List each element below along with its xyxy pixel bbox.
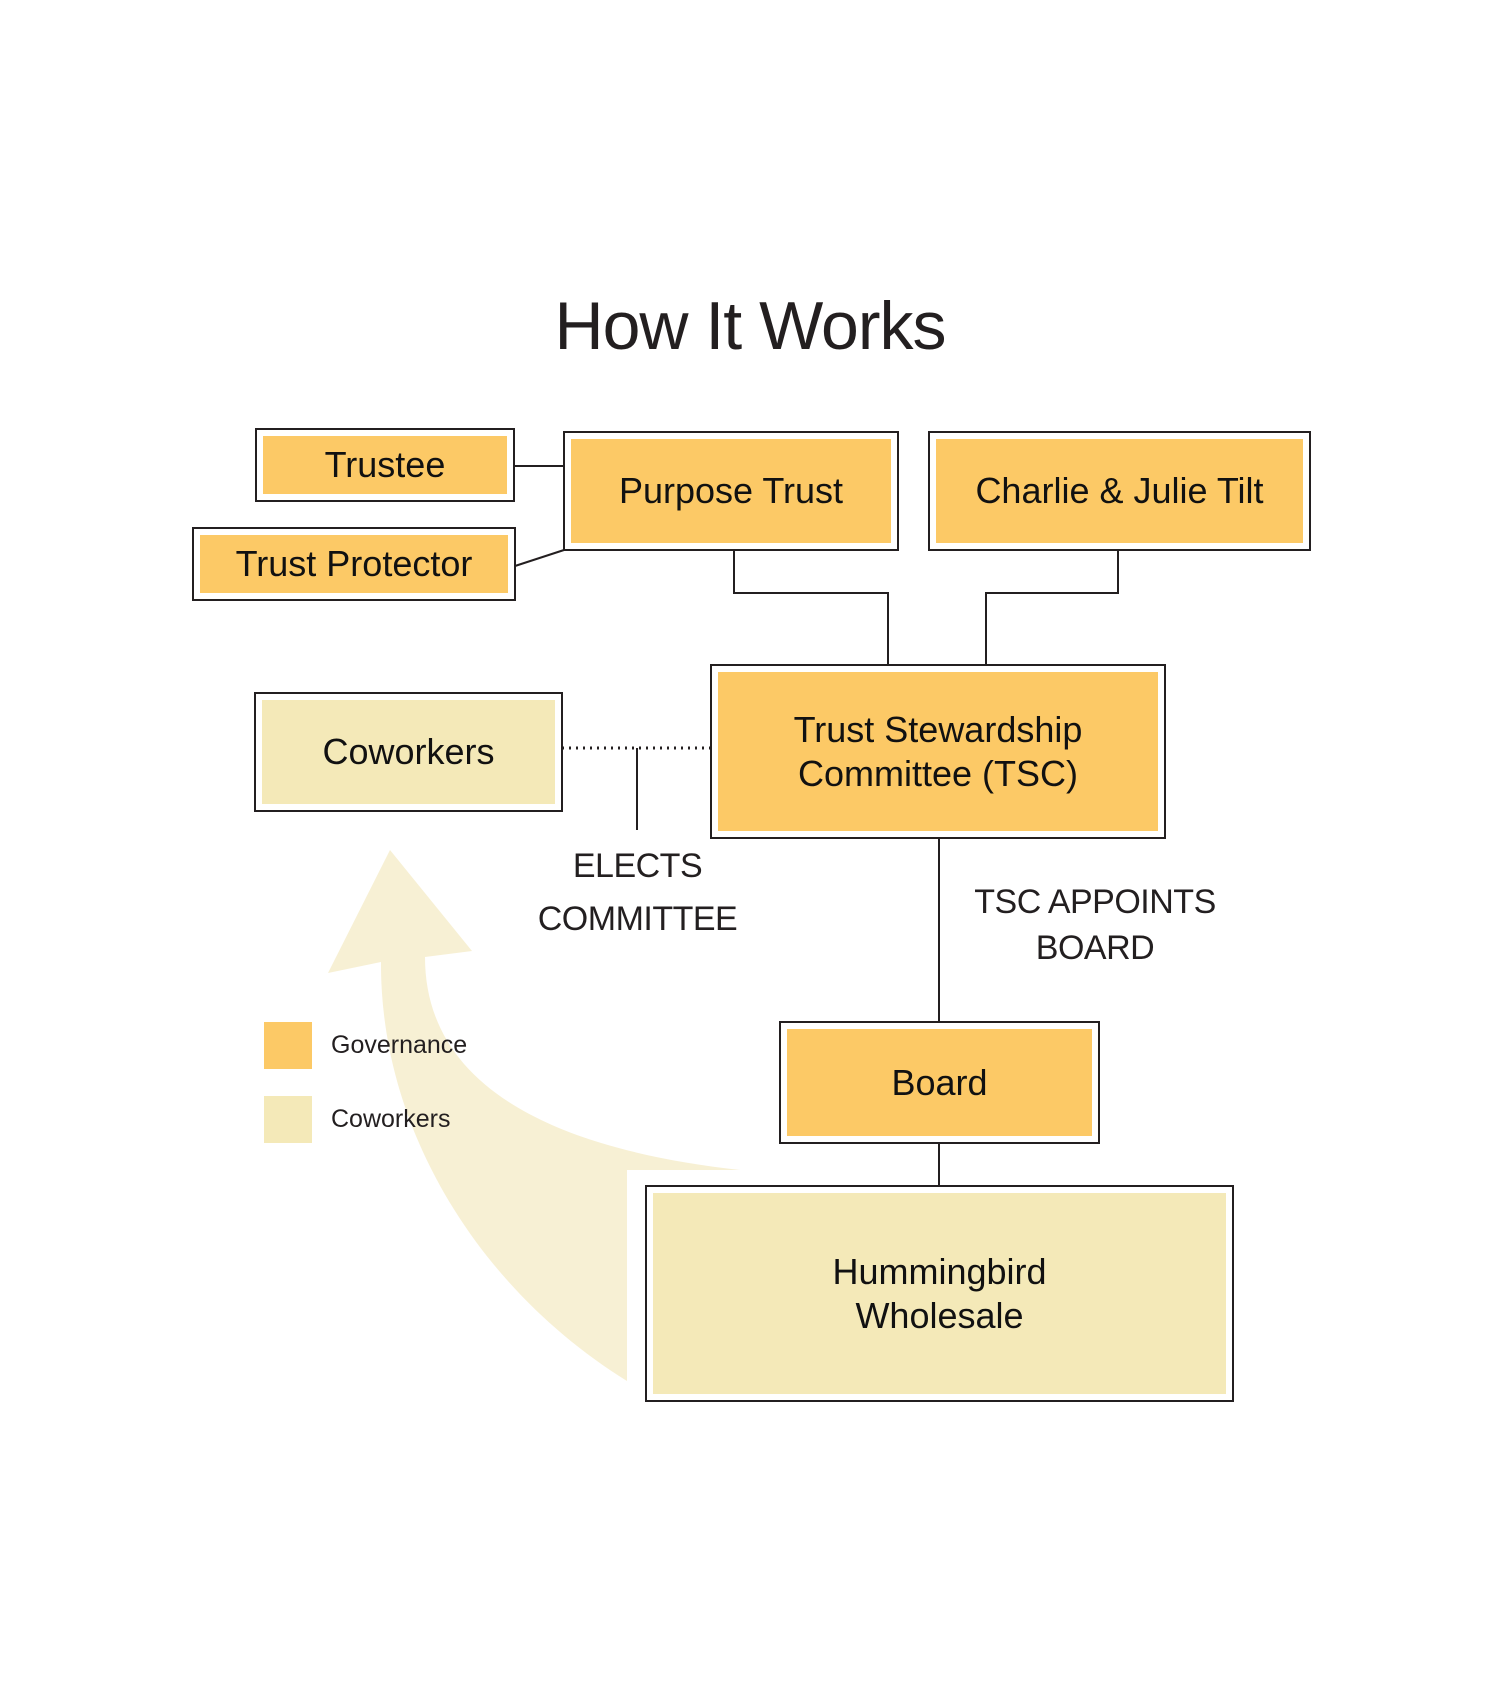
legend-label-governance: Governance	[331, 1031, 468, 1059]
node-hummingbird-wholesale: Hummingbird Wholesale	[645, 1185, 1234, 1402]
node-coworkers: Coworkers	[254, 692, 563, 812]
node-purpose-trust: Purpose Trust	[563, 431, 899, 551]
edge-label-tsc-appoints-board: TSC APPOINTS BOARD	[974, 883, 1216, 967]
node-trust-protector-label: Trust Protector	[200, 535, 508, 593]
legend-swatch-coworkers	[264, 1096, 312, 1143]
node-board-label: Board	[787, 1029, 1092, 1136]
node-board: Board	[779, 1021, 1100, 1144]
node-tsc-label: Trust Stewardship Committee (TSC)	[718, 672, 1158, 831]
legend-item-governance: Governance	[264, 1022, 467, 1069]
node-hummingbird-wholesale-label: Hummingbird Wholesale	[653, 1193, 1226, 1394]
node-tsc-text: Trust Stewardship Committee (TSC)	[793, 708, 1083, 794]
node-trust-protector: Trust Protector	[192, 527, 516, 601]
edge-protector-purpose-trust	[514, 549, 565, 567]
node-founders: Charlie & Julie Tilt	[928, 431, 1311, 551]
edge-purpose-trust-tsc	[733, 551, 889, 664]
edge-founders-tsc	[985, 551, 1119, 664]
legend-swatch-governance	[264, 1022, 312, 1069]
node-tsc: Trust Stewardship Committee (TSC)	[710, 664, 1166, 839]
legend-label-coworkers: Coworkers	[331, 1105, 451, 1133]
node-founders-label: Charlie & Julie Tilt	[936, 439, 1303, 543]
legend-item-coworkers: Coworkers	[264, 1096, 450, 1143]
node-hummingbird-wholesale-text: Hummingbird Wholesale	[832, 1250, 1047, 1336]
node-coworkers-label: Coworkers	[262, 700, 555, 804]
feedback-arrow-icon	[328, 850, 740, 1381]
node-trustee: Trustee	[255, 428, 515, 502]
page-title: How It Works	[554, 288, 946, 364]
edge-label-elects-committee: ELECTS COMMITTEE	[537, 847, 738, 938]
node-trustee-label: Trustee	[263, 436, 507, 494]
node-purpose-trust-label: Purpose Trust	[571, 439, 891, 543]
